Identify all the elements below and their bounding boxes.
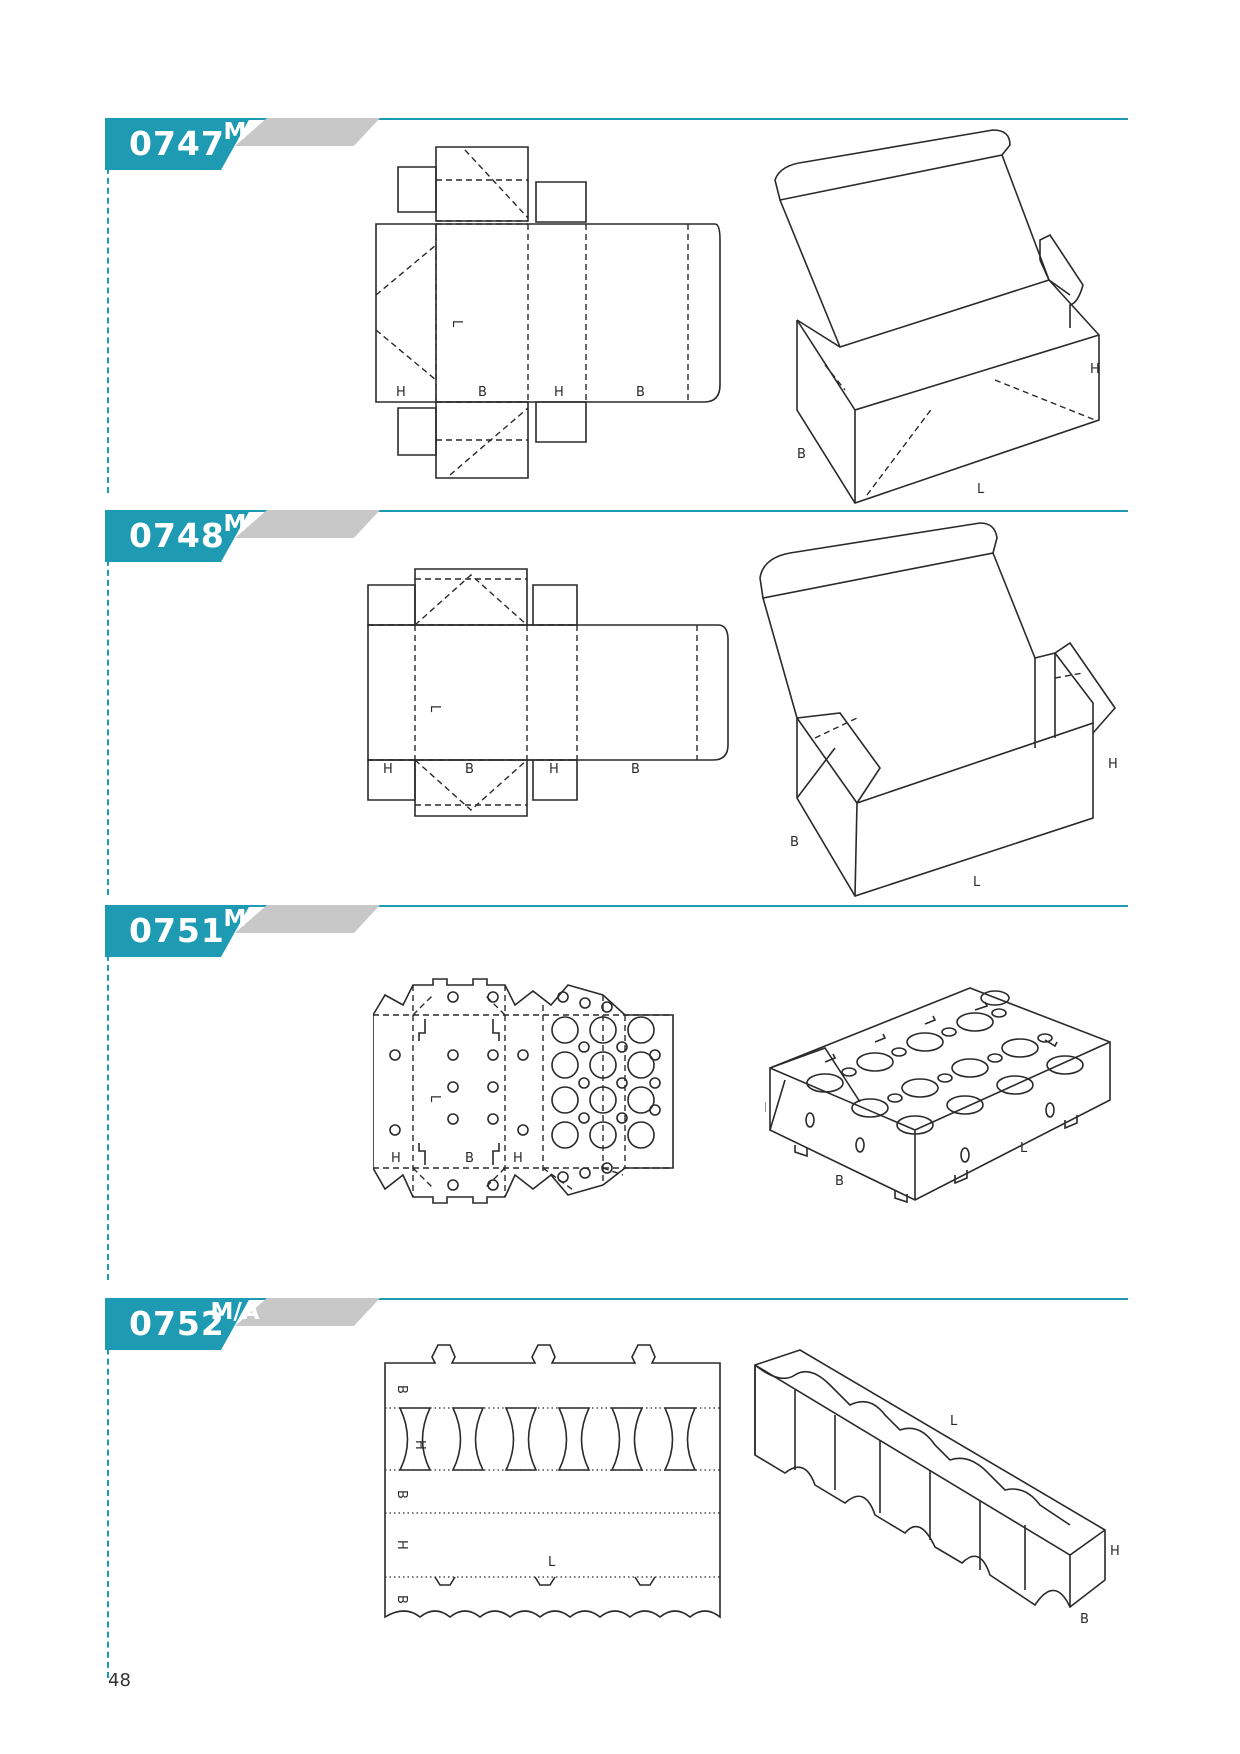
box-label-b: B: [1080, 1612, 1089, 1625]
box-label-l: L: [950, 1414, 958, 1429]
box-label-h: H: [1110, 1544, 1120, 1559]
net-label-h: H: [554, 385, 564, 400]
net-label-b: B: [465, 762, 474, 777]
section-side-line: [107, 510, 109, 895]
section-rule: [105, 510, 1128, 512]
net-label-h: H: [513, 1151, 523, 1166]
section-rule: [105, 905, 1128, 907]
die-cut-net-0747: L H B H B: [370, 140, 725, 485]
net-label-h: H: [549, 762, 559, 777]
net-label-b: B: [478, 385, 487, 400]
net-label-l: L: [449, 320, 464, 328]
die-cut-net-0751: L H B H: [373, 975, 728, 1220]
net-label-l: L: [427, 705, 442, 713]
code-tab: [105, 510, 250, 562]
section-side-line: [107, 905, 109, 1280]
net-label-h: H: [412, 1440, 427, 1450]
box-illustration-0748: H B L: [755, 518, 1118, 903]
net-label-h: H: [396, 385, 406, 400]
section-side-line: [107, 118, 109, 493]
box-label-h: H: [1108, 757, 1118, 772]
box-grade: M: [223, 511, 247, 537]
die-cut-net-0752: B H B H L B: [380, 1335, 725, 1630]
box-illustration-0747: H B L: [765, 125, 1130, 505]
box-label-l: L: [1020, 1141, 1028, 1156]
die-cut-net-0748: L H B H B: [363, 565, 733, 845]
box-code: 0747: [129, 124, 225, 163]
box-label-h: H: [765, 1101, 767, 1116]
net-label-b: B: [465, 1151, 474, 1166]
box-code: 0748: [129, 516, 225, 555]
net-label-h: H: [383, 762, 393, 777]
section-side-line: [107, 1298, 109, 1678]
box-label-b: B: [790, 835, 799, 850]
box-label-b: B: [835, 1174, 844, 1189]
net-label-l: L: [427, 1095, 442, 1103]
box-grade: M/A: [210, 1299, 260, 1325]
box-label-b: B: [797, 447, 806, 462]
net-label-h: H: [394, 1540, 409, 1550]
page-number: 48: [108, 1670, 131, 1691]
box-code: 0751: [129, 911, 225, 950]
box-grade: M: [223, 119, 247, 145]
box-label-h: H: [1090, 362, 1100, 377]
code-tab: [105, 118, 250, 170]
net-label-b: B: [636, 385, 645, 400]
net-label-l: L: [548, 1555, 556, 1570]
net-label-h: H: [391, 1151, 401, 1166]
box-illustration-0752: L H B: [750, 1345, 1120, 1625]
code-tab: [105, 905, 250, 957]
box-code: 0752: [129, 1304, 225, 1343]
box-grade: M: [223, 906, 247, 932]
box-label-l: L: [973, 875, 981, 890]
box-illustration-0751: H B L: [765, 980, 1120, 1210]
box-label-l: L: [977, 482, 985, 497]
net-label-b: B: [394, 1490, 409, 1499]
section-rule: [105, 118, 1128, 120]
net-label-b: B: [631, 762, 640, 777]
section-rule: [105, 1298, 1128, 1300]
net-label-b: B: [394, 1595, 409, 1604]
net-label-b: B: [394, 1385, 409, 1394]
